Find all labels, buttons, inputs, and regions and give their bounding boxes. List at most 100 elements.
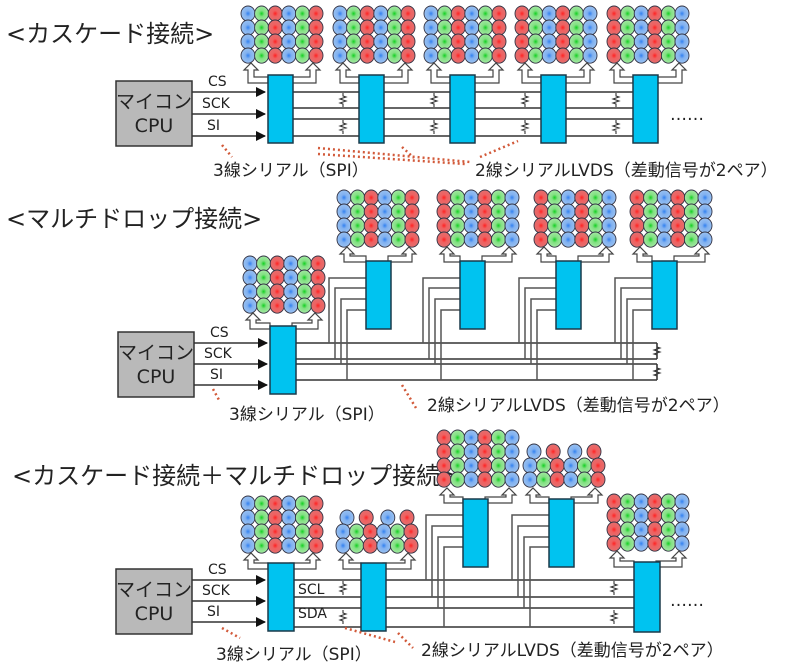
led-red bbox=[574, 231, 590, 248]
drop-line bbox=[614, 277, 652, 343]
led-blue bbox=[633, 19, 649, 36]
led-green bbox=[450, 231, 466, 248]
spi-note: 3線シリアル（SPI） bbox=[213, 161, 369, 181]
arrow-up-icon bbox=[608, 62, 634, 84]
led-blue bbox=[240, 495, 256, 512]
drop-line bbox=[529, 546, 549, 627]
led-red bbox=[269, 269, 285, 286]
led-blue bbox=[582, 47, 598, 64]
output-arrows bbox=[244, 312, 324, 330]
led-green bbox=[350, 217, 366, 234]
led-red bbox=[629, 231, 645, 248]
arrow-up-icon bbox=[535, 246, 557, 263]
drop-line bbox=[422, 277, 460, 343]
led-blue bbox=[281, 19, 297, 36]
led-blue bbox=[674, 33, 690, 50]
led-red bbox=[269, 283, 285, 300]
led-green bbox=[643, 231, 659, 248]
led-red bbox=[308, 33, 324, 50]
arrow-up-icon bbox=[244, 312, 271, 330]
led-red bbox=[362, 537, 378, 554]
led-blue bbox=[582, 5, 598, 22]
led-green bbox=[254, 537, 270, 554]
led-green bbox=[346, 5, 362, 22]
led-green bbox=[389, 537, 405, 554]
led-blue bbox=[504, 203, 520, 220]
led-blue bbox=[336, 189, 352, 206]
signal-label-sck: SCK bbox=[204, 346, 233, 362]
led-red bbox=[404, 203, 420, 220]
led-blue bbox=[242, 283, 258, 300]
led-green bbox=[536, 457, 552, 474]
led-matrix bbox=[335, 509, 419, 554]
led-blue bbox=[633, 521, 649, 538]
led-red bbox=[436, 217, 452, 234]
led-red bbox=[269, 297, 285, 314]
led-green bbox=[660, 493, 676, 510]
output-arrows bbox=[608, 550, 688, 568]
led-blue bbox=[283, 297, 299, 314]
led-matrix bbox=[423, 5, 507, 64]
led-blue bbox=[463, 217, 479, 234]
led-green bbox=[587, 203, 603, 220]
led-blue bbox=[281, 537, 297, 554]
led-green bbox=[294, 19, 310, 36]
led-red bbox=[399, 509, 415, 526]
led-red bbox=[436, 429, 452, 446]
led-matrix bbox=[606, 5, 690, 64]
led-green bbox=[386, 19, 402, 36]
led-red bbox=[647, 33, 663, 50]
led-green bbox=[660, 5, 676, 22]
led-red bbox=[403, 523, 419, 540]
led-green bbox=[547, 217, 563, 234]
led-green bbox=[389, 523, 405, 540]
led-green bbox=[490, 189, 506, 206]
led-blue bbox=[377, 203, 393, 220]
termination-resistor-icon bbox=[652, 344, 662, 358]
output-arrows bbox=[608, 62, 688, 84]
led-blue bbox=[463, 231, 479, 248]
led-matrix bbox=[436, 189, 520, 248]
led-green bbox=[683, 231, 699, 248]
led-blue bbox=[633, 5, 649, 22]
led-green bbox=[437, 47, 453, 64]
led-green bbox=[294, 495, 310, 512]
led-green bbox=[528, 33, 544, 50]
led-green bbox=[450, 189, 466, 206]
led-red bbox=[308, 509, 324, 526]
drop-line bbox=[620, 287, 652, 359]
led-blue bbox=[281, 495, 297, 512]
led-blue bbox=[563, 471, 579, 488]
led-green bbox=[683, 203, 699, 220]
led-red bbox=[477, 443, 493, 460]
led-blue bbox=[463, 457, 479, 474]
led-blue bbox=[464, 47, 480, 64]
led-blue bbox=[463, 443, 479, 460]
led-red bbox=[647, 493, 663, 510]
section-title: <カスケード接続＋マルチドロップ接続> bbox=[12, 462, 460, 490]
arrow-up-icon bbox=[471, 62, 505, 84]
arrow-up-icon bbox=[425, 62, 451, 84]
led-red bbox=[606, 33, 622, 50]
led-blue bbox=[336, 217, 352, 234]
led-red bbox=[450, 33, 466, 50]
led-green bbox=[346, 19, 362, 36]
arrow-up-icon bbox=[562, 62, 596, 84]
led-red bbox=[436, 231, 452, 248]
arrow-up-icon bbox=[524, 487, 550, 504]
led-matrix bbox=[336, 189, 420, 248]
led-green bbox=[450, 471, 466, 488]
led-green bbox=[620, 33, 636, 50]
led-red bbox=[450, 47, 466, 64]
output-arrows bbox=[535, 246, 615, 263]
spi-note: 3線シリアル（SPI） bbox=[229, 405, 385, 425]
led-blue bbox=[463, 471, 479, 488]
led-blue bbox=[332, 47, 348, 64]
led-green bbox=[587, 189, 603, 206]
led-red bbox=[359, 47, 375, 64]
led-red bbox=[647, 19, 663, 36]
led-green bbox=[620, 535, 636, 552]
led-red bbox=[308, 19, 324, 36]
bus-label-sda: SDA bbox=[298, 606, 327, 622]
led-blue bbox=[376, 523, 392, 540]
